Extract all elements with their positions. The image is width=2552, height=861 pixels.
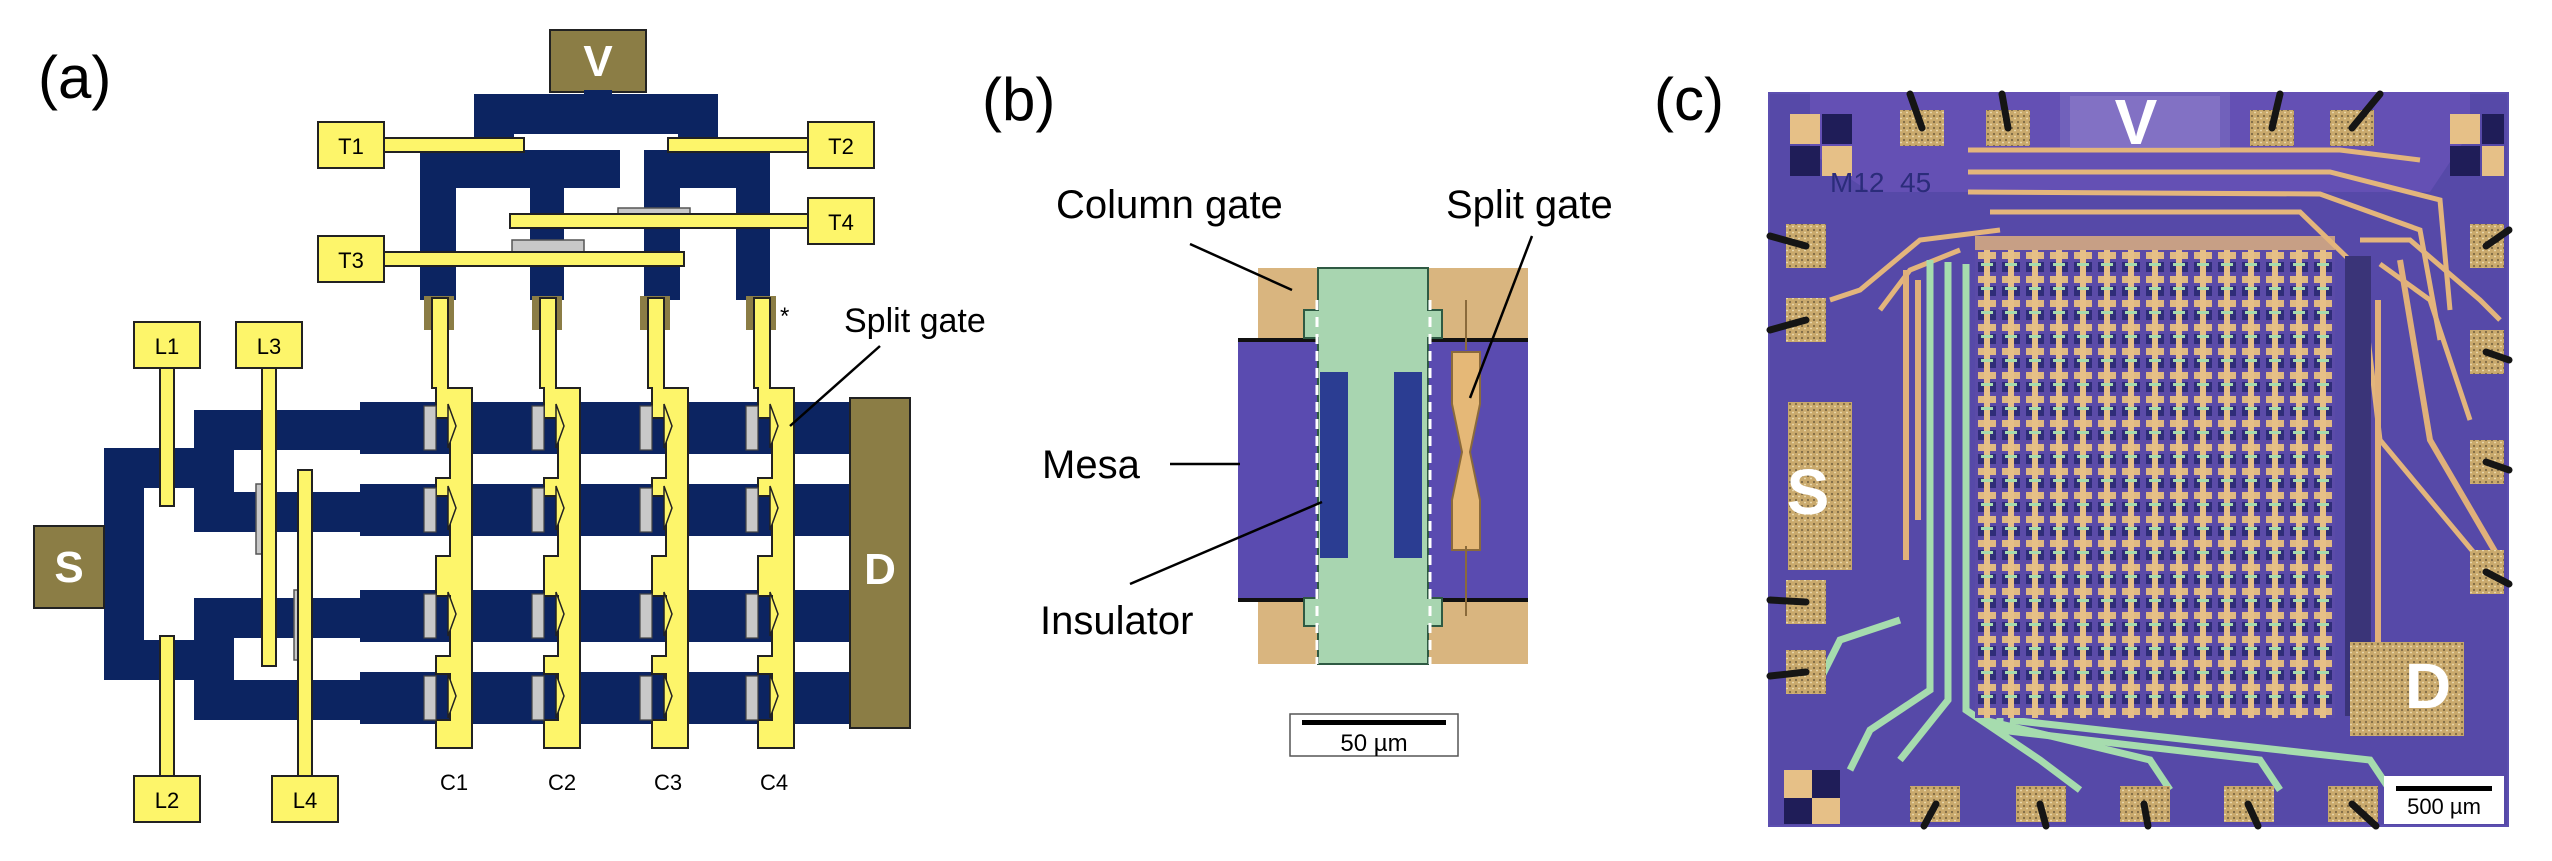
split-gate-label-b: Split gate bbox=[1446, 183, 1613, 227]
scale-bar-c-label: 500 µm bbox=[2407, 794, 2481, 819]
scale-bar-b: 50 µm bbox=[1289, 713, 1459, 757]
panel-b-letter: (b) bbox=[982, 66, 1055, 133]
column-label-c2: C2 bbox=[548, 770, 576, 795]
top-gate-pads: T1 T2 T3 T4 bbox=[317, 121, 875, 283]
bond-wires bbox=[1766, 90, 2513, 830]
gate-l4-label: L4 bbox=[293, 788, 317, 813]
contact-v-label: V bbox=[583, 37, 613, 86]
insulator-label: Insulator bbox=[1040, 599, 1193, 643]
split-gate-label-a: Split gate bbox=[844, 302, 986, 340]
chip-label: M12 45 bbox=[1830, 167, 1931, 198]
panel-c-letter: (c) bbox=[1654, 66, 1724, 133]
corner-markers bbox=[1784, 114, 2504, 824]
contact-v-label-c: V bbox=[2115, 86, 2158, 158]
column-gate-label: Column gate bbox=[1056, 183, 1283, 227]
column-label-c3: C3 bbox=[654, 770, 682, 795]
left-gate-pads: L1 L2 L3 L4 bbox=[133, 321, 339, 823]
column-label-c4: C4 bbox=[760, 770, 788, 795]
pad-d bbox=[2350, 642, 2464, 736]
marker-asterisk: * bbox=[780, 303, 789, 330]
contact-s: S bbox=[33, 525, 105, 609]
split-gate-pointer-b bbox=[1468, 235, 1534, 399]
gate-l3-label: L3 bbox=[257, 334, 281, 359]
pad-v bbox=[2070, 96, 2220, 148]
gate-t1-label: T1 bbox=[338, 134, 364, 159]
scale-bar-b-label: 50 µm bbox=[1340, 730, 1407, 757]
pad-s bbox=[1788, 402, 1852, 570]
gate-l1-label: L1 bbox=[155, 334, 179, 359]
column-gate-tips bbox=[424, 296, 776, 330]
gate-t2-label: T2 bbox=[828, 134, 854, 159]
panel-c: (c) bbox=[1654, 66, 2513, 830]
panel-b: (b) Column gate Split gate Mesa Insulato… bbox=[982, 66, 1613, 757]
column-label-c1: C1 bbox=[440, 770, 468, 795]
top-gate-lines bbox=[383, 137, 809, 267]
contact-d-label: D bbox=[864, 545, 896, 594]
split-gate-constrictions bbox=[447, 403, 779, 719]
gate-t4-label: T4 bbox=[828, 210, 854, 235]
column-gate-pointer bbox=[1189, 242, 1293, 292]
scale-bar-c: 500 µm bbox=[2384, 776, 2504, 824]
panel-a: (a) V bbox=[33, 29, 986, 823]
contact-s-label: S bbox=[54, 543, 83, 592]
bond-pads bbox=[1786, 110, 2504, 822]
mesa-label: Mesa bbox=[1042, 443, 1141, 487]
micrograph-b bbox=[1238, 267, 1528, 665]
insulator-pointer bbox=[1129, 500, 1323, 586]
gate-l2-label: L2 bbox=[155, 788, 179, 813]
column-gates bbox=[431, 297, 795, 749]
panel-a-letter: (a) bbox=[38, 44, 111, 111]
contact-v: V bbox=[549, 29, 647, 93]
contact-d: D bbox=[849, 397, 911, 729]
gate-t3-label: T3 bbox=[338, 248, 364, 273]
split-gate-pads bbox=[423, 405, 759, 721]
contact-d-label-c: D bbox=[2405, 650, 2451, 722]
gate-array bbox=[1975, 250, 2335, 718]
contact-s-label-c: S bbox=[1787, 456, 1830, 528]
split-gate-pointer-a bbox=[789, 345, 881, 427]
